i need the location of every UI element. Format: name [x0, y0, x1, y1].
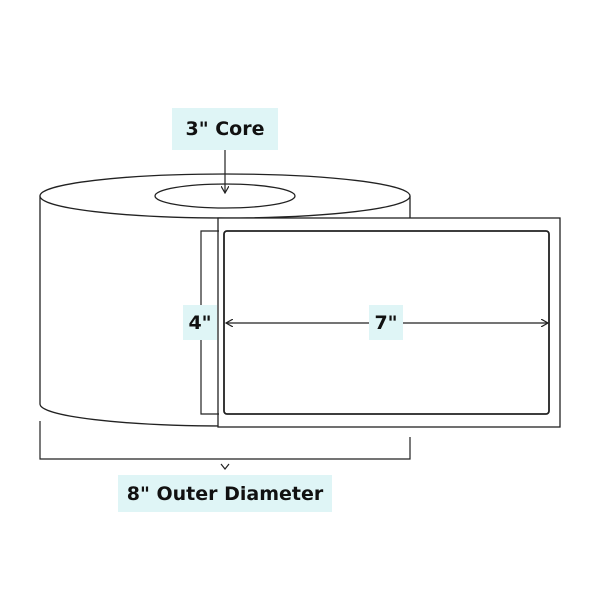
- diameter-dimension-bracket: [39, 421, 411, 460]
- height-label: 4": [183, 305, 217, 340]
- diameter-pointer-icon: [220, 463, 230, 470]
- width-label: 7": [369, 305, 403, 340]
- core-label: 3" Core: [172, 108, 278, 150]
- outer-diameter-label: 8" Outer Diameter: [118, 475, 332, 512]
